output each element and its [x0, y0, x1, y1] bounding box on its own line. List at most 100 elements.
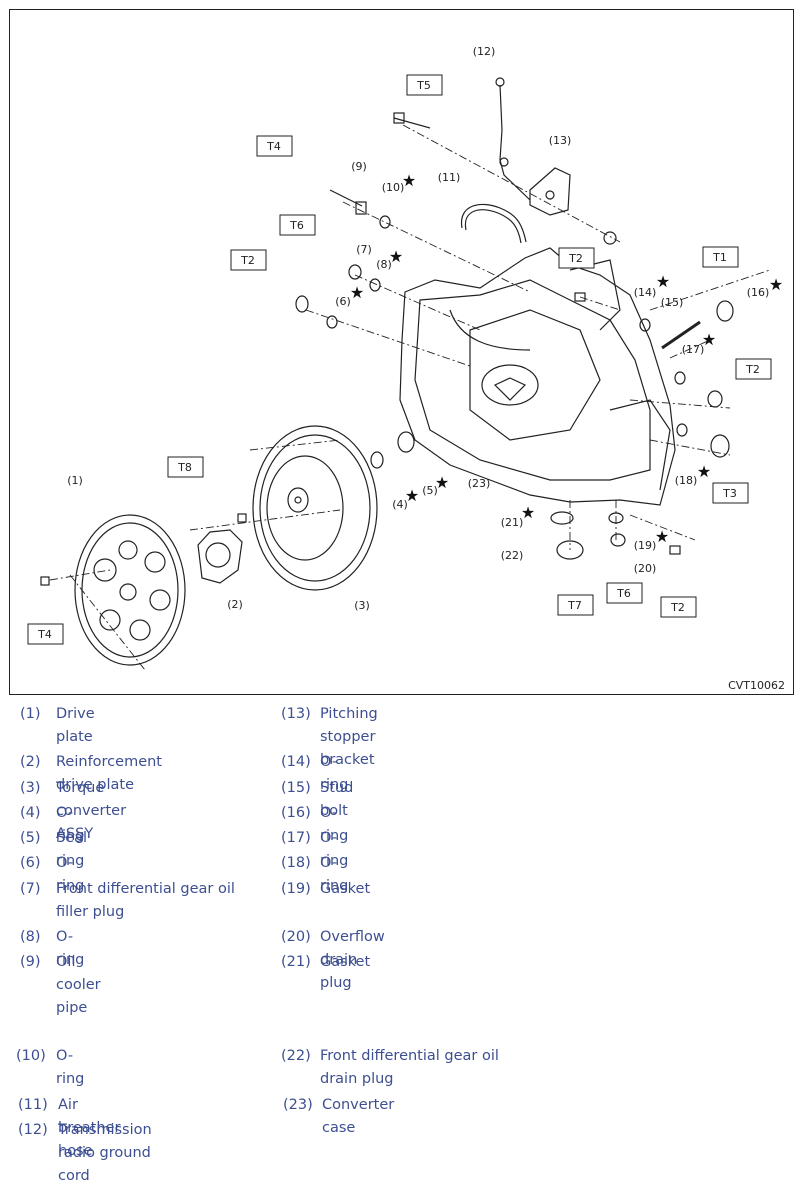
- torque-tag: T6: [616, 587, 631, 600]
- legend-number: (2): [20, 754, 41, 770]
- torque-tag: T3: [722, 487, 737, 500]
- legend-text: Seal ring: [56, 830, 88, 869]
- legend-text: Converter case: [322, 1097, 395, 1136]
- legend-text: Drive plate: [56, 706, 95, 745]
- legend-text: Front differential gear oil drain plug: [320, 1048, 499, 1087]
- svg-text:★: ★: [769, 275, 783, 294]
- torque-tag: T1: [712, 251, 727, 264]
- svg-text:(5): (5): [422, 484, 438, 497]
- svg-text:(17): (17): [682, 343, 705, 356]
- legend-number: (17): [281, 830, 311, 846]
- svg-text:★: ★: [702, 330, 716, 349]
- legend-text: Transmission radio ground cord: [58, 1122, 152, 1184]
- figure-code: CVT10062: [728, 679, 785, 692]
- svg-text:★: ★: [521, 503, 535, 522]
- legend-number: (9): [20, 954, 41, 970]
- torque-converter-shape: [252, 425, 378, 591]
- legend-text: Torque converter ASSY: [56, 780, 127, 842]
- legend-text: Gasket: [320, 954, 371, 970]
- torque-tag: T6: [289, 219, 304, 232]
- legend-number: (20): [281, 929, 311, 945]
- parts-legend: (1) Drive plate (2) Reinforcement drive …: [0, 700, 804, 1184]
- legend-number: (21): [281, 954, 311, 970]
- svg-text:(21): (21): [501, 516, 524, 529]
- legend-text: Gasket: [320, 881, 371, 897]
- svg-text:(6): (6): [335, 295, 351, 308]
- legend-number: (3): [20, 780, 41, 796]
- legend-text: O-ring: [56, 855, 85, 894]
- svg-text:(14): (14): [634, 286, 657, 299]
- legend-number: (1): [20, 706, 41, 722]
- legend-number: (13): [281, 706, 311, 722]
- svg-text:★: ★: [405, 486, 419, 505]
- exploded-diagram: T5 T4 T6 T2 T2 T1 T2 T3 T8 T4 T7 T6 T2 (…: [9, 9, 794, 695]
- legend-text: Reinforcement drive plate: [56, 754, 162, 793]
- torque-tag: T4: [37, 628, 52, 641]
- svg-text:(23): (23): [468, 477, 491, 490]
- torque-tag: T2: [240, 254, 255, 267]
- drive-plate-shape: [74, 514, 186, 666]
- svg-text:★: ★: [402, 171, 416, 190]
- svg-text:(18): (18): [675, 474, 698, 487]
- legend-number: (4): [20, 805, 41, 821]
- legend-text: O-ring: [320, 830, 349, 869]
- svg-text:(1): (1): [67, 474, 83, 487]
- torque-tag: T4: [266, 140, 281, 153]
- legend-text: Front differential gear oil filler plug: [56, 881, 235, 920]
- legend-number: (7): [20, 881, 41, 897]
- svg-text:(16): (16): [747, 286, 770, 299]
- converter-case-outline: [399, 247, 676, 506]
- svg-text:★: ★: [656, 272, 670, 291]
- svg-text:(20): (20): [634, 562, 657, 575]
- legend-text: O-ring: [56, 805, 85, 844]
- legend-text: Overflow drain plug: [320, 929, 385, 991]
- svg-text:★: ★: [389, 247, 403, 266]
- svg-text:(22): (22): [501, 549, 524, 562]
- legend-number: (22): [281, 1048, 311, 1064]
- torque-tag: T2: [568, 252, 583, 265]
- svg-text:★: ★: [435, 473, 449, 492]
- svg-text:(11): (11): [438, 171, 461, 184]
- svg-text:(2): (2): [227, 598, 243, 611]
- legend-number: (19): [281, 881, 311, 897]
- legend-number: (11): [18, 1097, 48, 1113]
- svg-text:★: ★: [350, 283, 364, 302]
- diagram-drawing: T5 T4 T6 T2 T2 T1 T2 T3 T8 T4 T7 T6 T2 (…: [27, 45, 783, 671]
- svg-text:★: ★: [697, 462, 711, 481]
- legend-text: O-ring: [320, 805, 349, 844]
- torque-tag: T2: [745, 363, 760, 376]
- callout-labels: (1) (2) (3) (4) (5) (6) (7) (8) (9) (10)…: [67, 45, 769, 612]
- svg-text:(10): (10): [382, 181, 405, 194]
- legend-number: (12): [18, 1122, 48, 1138]
- legend-number: (10): [16, 1048, 46, 1064]
- reinforcement-plate-shape: [197, 529, 243, 584]
- svg-text:(9): (9): [351, 160, 367, 173]
- legend-text: O-ring: [320, 754, 349, 793]
- svg-text:(15): (15): [661, 296, 684, 309]
- legend-number: (8): [20, 929, 41, 945]
- torque-tag: T2: [670, 601, 685, 614]
- legend-text: Stud bolt: [320, 780, 354, 819]
- legend-text: O-ring: [320, 855, 349, 894]
- torque-tag-labels: T5 T4 T6 T2 T2 T1 T2 T3 T8 T4 T7 T6 T2: [37, 79, 760, 641]
- legend-number: (18): [281, 855, 311, 871]
- legend-number: (23): [283, 1097, 313, 1113]
- legend-text: Pitching stopper bracket: [320, 706, 378, 768]
- legend-number: (5): [20, 830, 41, 846]
- svg-text:(4): (4): [392, 498, 408, 511]
- svg-text:(3): (3): [354, 599, 370, 612]
- legend-text: Oil cooler pipe: [56, 954, 101, 1016]
- svg-text:(19): (19): [634, 539, 657, 552]
- legend-number: (16): [281, 805, 311, 821]
- svg-text:★: ★: [655, 527, 669, 546]
- svg-text:(8): (8): [376, 258, 392, 271]
- svg-text:(12): (12): [473, 45, 496, 58]
- torque-tag: T5: [416, 79, 431, 92]
- legend-text: O-ring: [56, 929, 85, 968]
- svg-text:(7): (7): [356, 243, 372, 256]
- torque-tag: T7: [567, 599, 582, 612]
- legend-number: (6): [20, 855, 41, 871]
- legend-number: (14): [281, 754, 311, 770]
- svg-text:(13): (13): [549, 134, 572, 147]
- legend-text: O-ring: [56, 1048, 85, 1087]
